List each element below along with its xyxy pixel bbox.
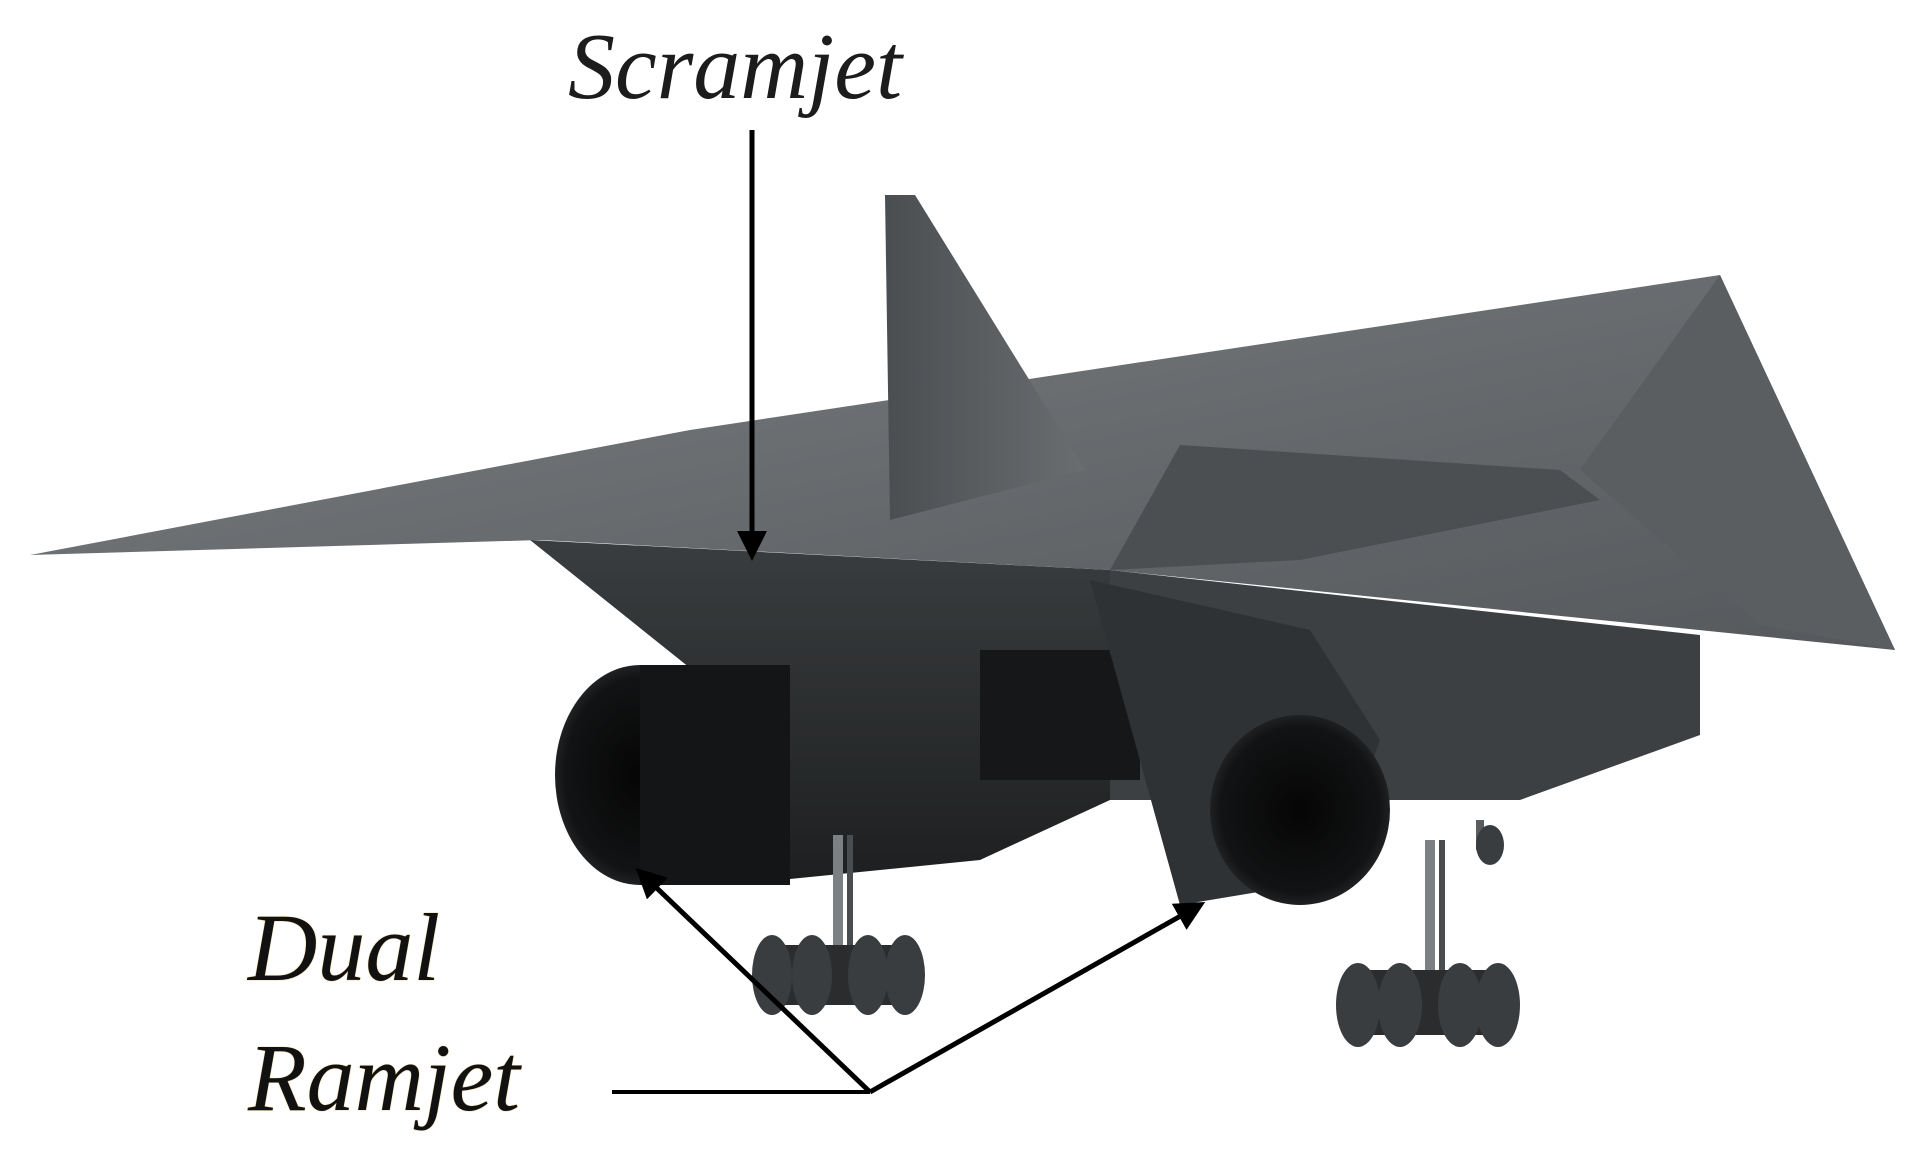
dual-ramjet-label-line1: Dual bbox=[248, 894, 440, 1001]
aircraft-model bbox=[30, 195, 1895, 1047]
ramjet-arrow-left bbox=[635, 867, 872, 1094]
ramjet-arrow-right bbox=[868, 902, 1206, 1095]
wing-tip-facet bbox=[1580, 275, 1895, 650]
scramjet-label: Scramjet bbox=[568, 15, 903, 119]
left-ramjet-body bbox=[640, 665, 790, 885]
dual-ramjet-label-line2: Ramjet bbox=[248, 1024, 520, 1131]
vertical-tail bbox=[885, 195, 1085, 520]
engine-gap bbox=[980, 650, 1140, 780]
landing-gear-right bbox=[1336, 820, 1520, 1047]
scramjet-intake bbox=[530, 540, 1110, 880]
dorsal-ridge bbox=[1110, 445, 1600, 570]
landing-gear-left bbox=[752, 835, 925, 1015]
right-ramjet-nozzle bbox=[1210, 715, 1390, 905]
annotation-arrows bbox=[612, 130, 1206, 1095]
